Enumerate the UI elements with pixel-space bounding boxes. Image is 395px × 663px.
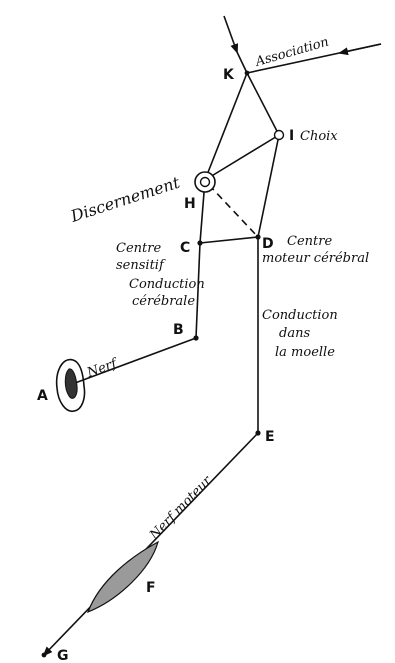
association-arrow-top-continuation <box>236 51 248 74</box>
muscle-shape <box>86 540 159 614</box>
choix-label: Choix <box>300 129 338 144</box>
nerf-label: Nerf <box>84 356 120 381</box>
wire-k-h <box>204 72 248 181</box>
wire-h-d-dashed <box>208 184 259 238</box>
choix-node <box>273 129 285 141</box>
point-d-label: D <box>262 236 274 252</box>
wire-h-i <box>204 134 280 181</box>
point-e-label: E <box>265 429 275 445</box>
wire-k-i <box>246 72 280 136</box>
point-c-label: C <box>180 240 190 256</box>
point-i-label: I <box>289 128 294 144</box>
association-arrow-right-head <box>338 43 382 56</box>
point-g-label: G <box>57 648 69 663</box>
node-e-dot <box>255 430 261 436</box>
point-f-label: F <box>146 580 156 596</box>
conduction-cerebrale-label-1: Conduction <box>129 277 205 292</box>
node-g-dot <box>41 652 47 658</box>
conduction-cerebrale-label-2: cérébrale <box>132 294 195 309</box>
centre-sensitif-label-1: Centre <box>116 241 161 256</box>
discernement-node-inner <box>199 176 211 188</box>
node-c-dot <box>197 240 203 246</box>
wire-c-b <box>195 242 201 339</box>
association-label: Association <box>253 35 331 70</box>
conduction-moelle-label-3: la moelle <box>275 345 335 360</box>
point-k-label: K <box>223 67 235 83</box>
wire-i-d <box>257 134 280 238</box>
conduction-moelle-label-1: Conduction <box>262 308 338 323</box>
wire-c-d <box>199 236 259 244</box>
wire-e-g <box>42 432 259 657</box>
centre-moteur-label-2: moteur cérébral <box>262 251 369 266</box>
node-b-dot <box>193 335 199 341</box>
point-b-label: B <box>173 322 184 338</box>
centre-moteur-label-1: Centre <box>287 234 332 249</box>
centre-sensitif-label-2: sensitif <box>116 258 166 273</box>
node-k-dot <box>244 70 250 76</box>
association-arrow-top <box>223 15 239 54</box>
point-a-label: A <box>37 388 48 404</box>
nerf-moteur-label: Nerf moteur <box>146 473 215 544</box>
point-h-label: H <box>184 196 196 212</box>
wire-b-a <box>74 337 197 384</box>
ear-icon <box>55 358 86 412</box>
node-d-dot <box>255 234 261 240</box>
discernement-label: Discernement <box>67 173 182 227</box>
conduction-moelle-label-2: dans <box>279 326 310 341</box>
